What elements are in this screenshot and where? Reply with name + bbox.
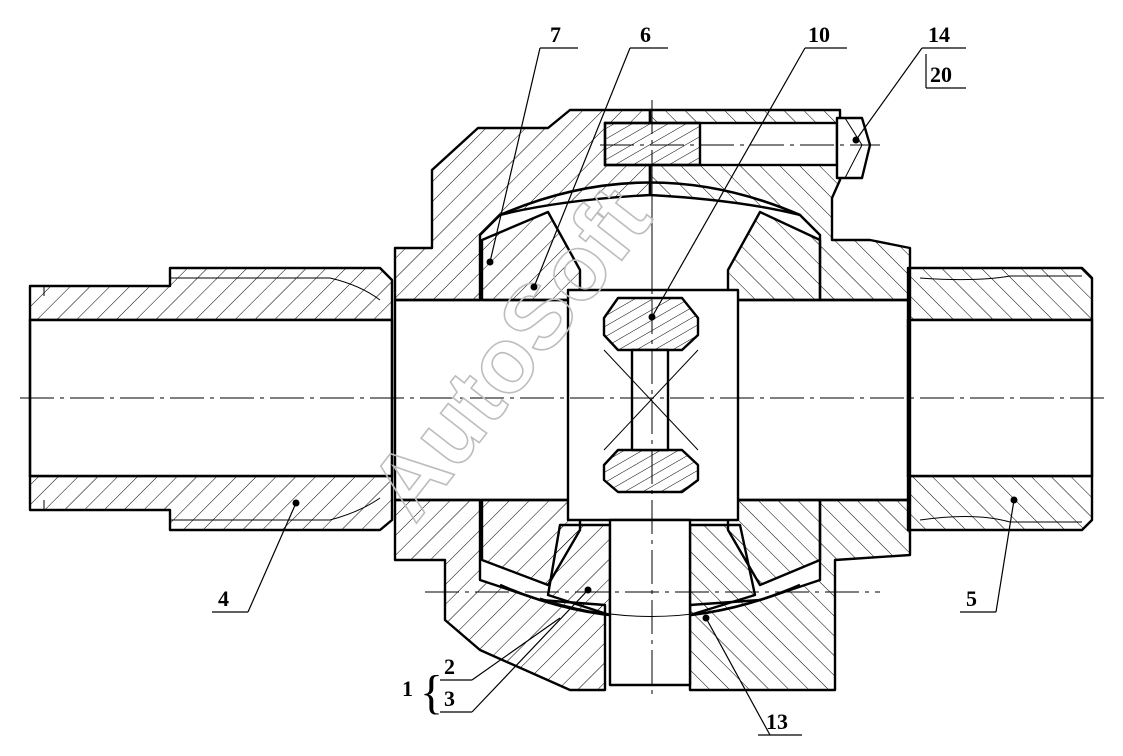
group-label-1: 1 <box>402 676 413 701</box>
leader-lines <box>212 47 1018 736</box>
callout-5: 5 <box>966 586 977 611</box>
right-axle-shaft <box>906 266 1094 532</box>
group-brace: { <box>420 666 443 719</box>
callout-20: 20 <box>930 62 952 87</box>
left-axle-shaft <box>28 266 394 532</box>
callout-4: 4 <box>218 586 229 611</box>
callout-3: 3 <box>444 686 455 711</box>
callout-10: 10 <box>808 22 830 47</box>
callout-14: 14 <box>928 22 950 47</box>
callout-7: 7 <box>550 22 561 47</box>
callout-6: 6 <box>640 22 651 47</box>
callout-2: 2 <box>444 654 455 679</box>
callout-13: 13 <box>766 709 788 734</box>
